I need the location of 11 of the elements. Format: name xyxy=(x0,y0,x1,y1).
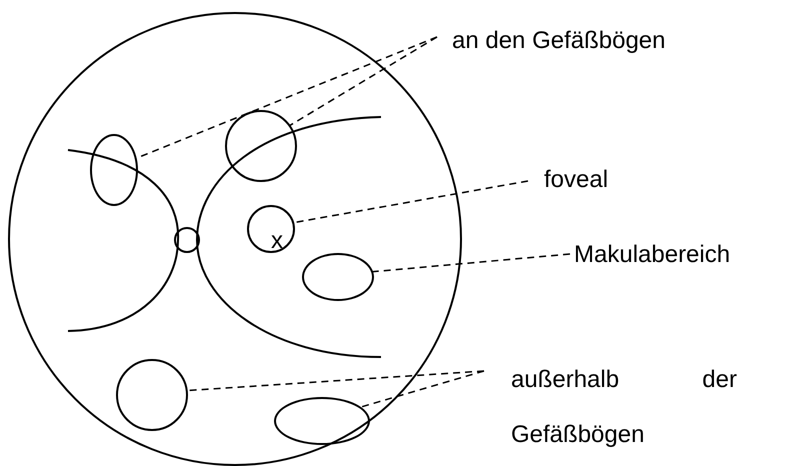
leader-line xyxy=(134,36,438,160)
lesion-circle xyxy=(247,205,295,253)
leader-line xyxy=(372,253,570,273)
lesion-ellipse xyxy=(274,397,370,445)
leader-line xyxy=(289,36,438,126)
lesion-ellipse xyxy=(90,134,138,206)
fovea-mark: x xyxy=(271,228,283,254)
lesion-circle xyxy=(225,110,297,182)
lesion-circle xyxy=(116,359,188,431)
leader-line xyxy=(361,370,484,408)
lesion-ellipse xyxy=(302,253,374,301)
